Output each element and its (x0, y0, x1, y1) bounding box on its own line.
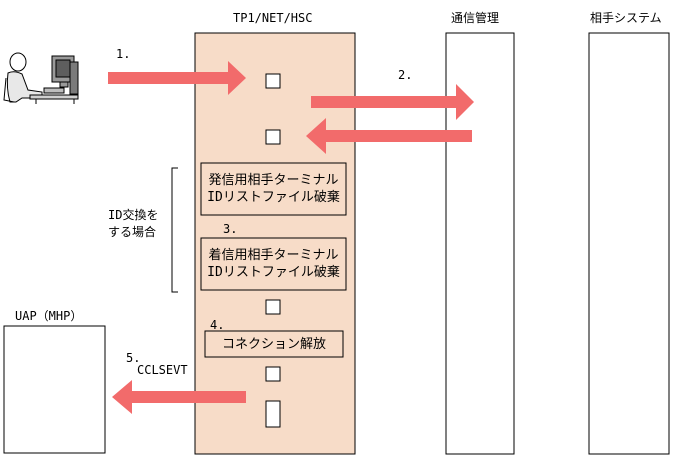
outgoing-id-discard-line2: IDリストファイル破棄 (207, 190, 340, 205)
id-exchange-label-line1: ID交換を (108, 208, 159, 222)
process-square-2 (265, 129, 281, 145)
incoming-id-discard-line2: IDリストファイル破棄 (207, 265, 340, 280)
arrow-step-1 (108, 61, 246, 95)
process-square-4 (265, 366, 281, 382)
outgoing-id-discard-text: 発信用相手ターミナル IDリストファイル破棄 (201, 172, 346, 206)
outgoing-id-discard-box (200, 162, 347, 216)
partner-column (588, 32, 670, 455)
comm-column-title: 通信管理 (451, 11, 500, 25)
process-square-3 (265, 299, 281, 315)
incoming-id-discard-box (200, 237, 347, 291)
person-at-computer-icon (3, 52, 79, 104)
connection-release-text: コネクション解放 (221, 337, 326, 352)
step-3-label: 3. (223, 222, 238, 236)
arrow-step-2-request (311, 84, 474, 120)
uap-box (3, 325, 106, 454)
arrow-step-5-cclsevt (112, 380, 246, 414)
id-exchange-bracket (171, 167, 178, 293)
hsc-column-title: TP1/NET/HSC (233, 11, 313, 25)
step-1-label: 1. (116, 47, 131, 61)
id-exchange-label: ID交換を する場合 (108, 207, 158, 241)
partner-column-title: 相手システム (590, 11, 662, 25)
connection-release-box (204, 330, 344, 358)
arrow-step-2-response (306, 118, 472, 154)
incoming-id-discard-line1: 着信用相手ターミナル (208, 248, 339, 263)
step-5-label: 5. (126, 351, 141, 365)
incoming-id-discard-text: 着信用相手ターミナル IDリストファイル破棄 (201, 247, 346, 281)
cclsevt-label: CCLSEVT (137, 363, 188, 377)
step-2-label: 2. (398, 68, 413, 82)
process-square-end (265, 400, 281, 428)
id-exchange-label-line2: する場合 (108, 225, 157, 239)
outgoing-id-discard-line1: 発信用相手ターミナル (208, 173, 339, 188)
process-square-1 (265, 73, 281, 89)
step-4-label: 4. (210, 318, 225, 332)
uap-title: UAP（MHP） (15, 309, 83, 323)
